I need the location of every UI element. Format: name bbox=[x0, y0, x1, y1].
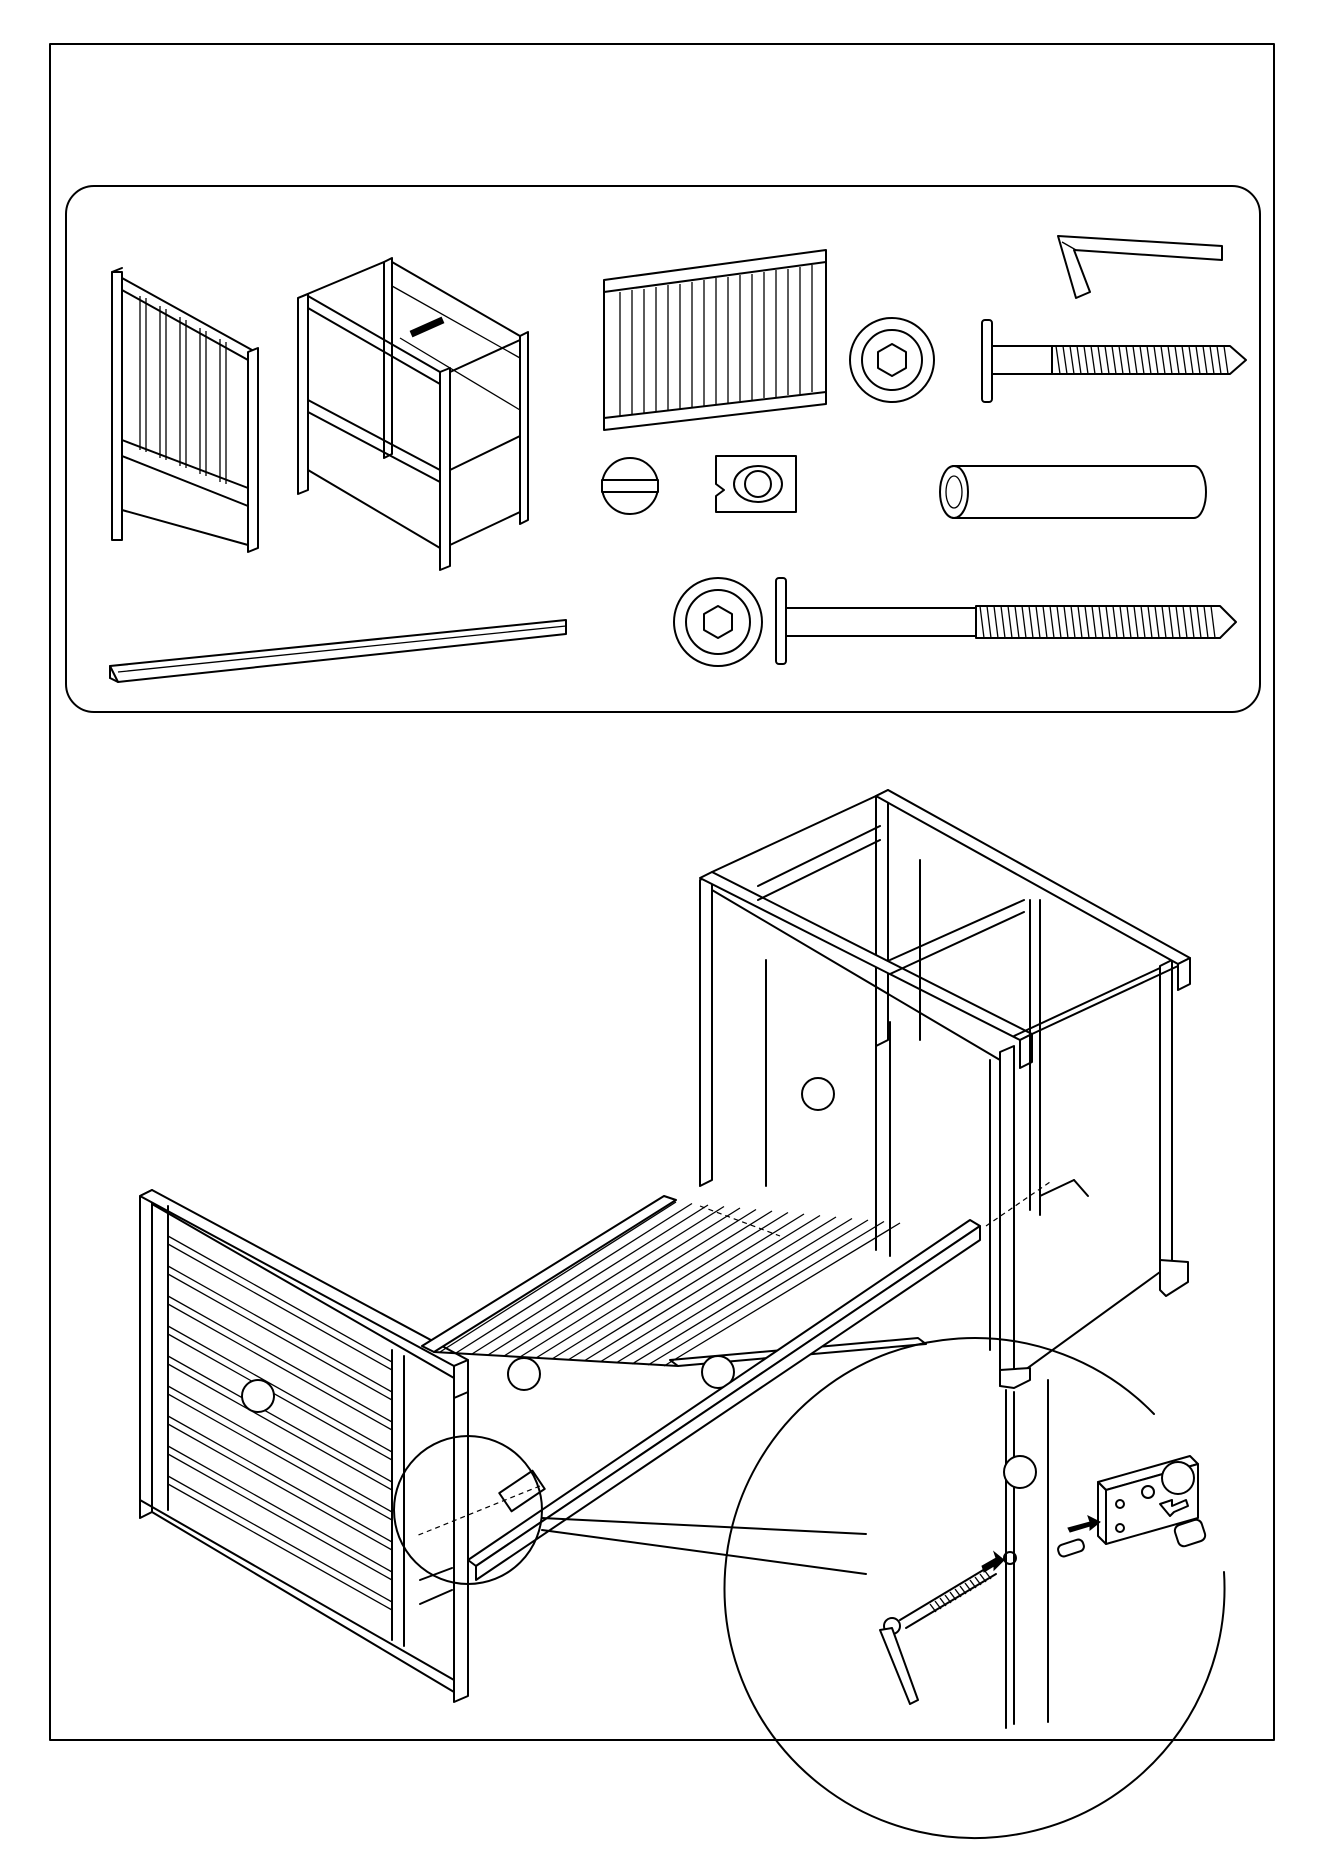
drawing-stroke bbox=[168, 1484, 392, 1610]
cap-nut bbox=[850, 318, 934, 402]
drawing-stroke bbox=[520, 1210, 756, 1358]
cap-nut-2 bbox=[674, 578, 762, 666]
drawing-stroke bbox=[536, 1211, 772, 1358]
extra-long-bolt bbox=[776, 578, 1236, 664]
drawing-stroke bbox=[168, 1454, 392, 1580]
drawing-stroke bbox=[168, 1266, 392, 1392]
support-rail bbox=[110, 620, 566, 682]
drawing-stroke bbox=[168, 1416, 392, 1542]
drawing-stroke bbox=[168, 1446, 392, 1572]
drawing-stroke bbox=[168, 1356, 392, 1482]
changing-unit-assembly bbox=[700, 790, 1190, 1388]
drawing-stroke bbox=[168, 1274, 392, 1400]
drawing-stroke bbox=[168, 1386, 392, 1512]
drawing-stroke bbox=[168, 1394, 392, 1520]
drawing-stroke bbox=[440, 1202, 676, 1352]
long-bolt bbox=[982, 320, 1246, 402]
drawing-stroke bbox=[168, 1236, 392, 1362]
drawing-stroke bbox=[456, 1204, 692, 1354]
slotted-barrel-nut bbox=[602, 458, 658, 514]
drawing-stroke bbox=[168, 1326, 392, 1452]
detail-callout bbox=[725, 1338, 1225, 1838]
drawing-stroke bbox=[552, 1213, 788, 1360]
drawing-stroke bbox=[472, 1205, 708, 1354]
drawing-stroke bbox=[168, 1424, 392, 1550]
changing-unit-frame bbox=[298, 258, 528, 570]
drawing-stroke bbox=[168, 1476, 392, 1602]
allen-key bbox=[1058, 236, 1222, 298]
bolt-small-1 bbox=[1040, 1180, 1088, 1196]
bolt-small-2 bbox=[420, 1568, 452, 1604]
drawing-stroke bbox=[488, 1207, 724, 1356]
mattress-base bbox=[422, 1196, 926, 1390]
crib-end-panel bbox=[112, 268, 258, 552]
drawing-stroke bbox=[168, 1364, 392, 1490]
wooden-dowel bbox=[940, 466, 1206, 518]
drawing-stroke bbox=[168, 1334, 392, 1460]
connector-block bbox=[716, 456, 796, 512]
side-rail-panel bbox=[604, 250, 826, 430]
crib-end-assembly bbox=[140, 1190, 468, 1702]
